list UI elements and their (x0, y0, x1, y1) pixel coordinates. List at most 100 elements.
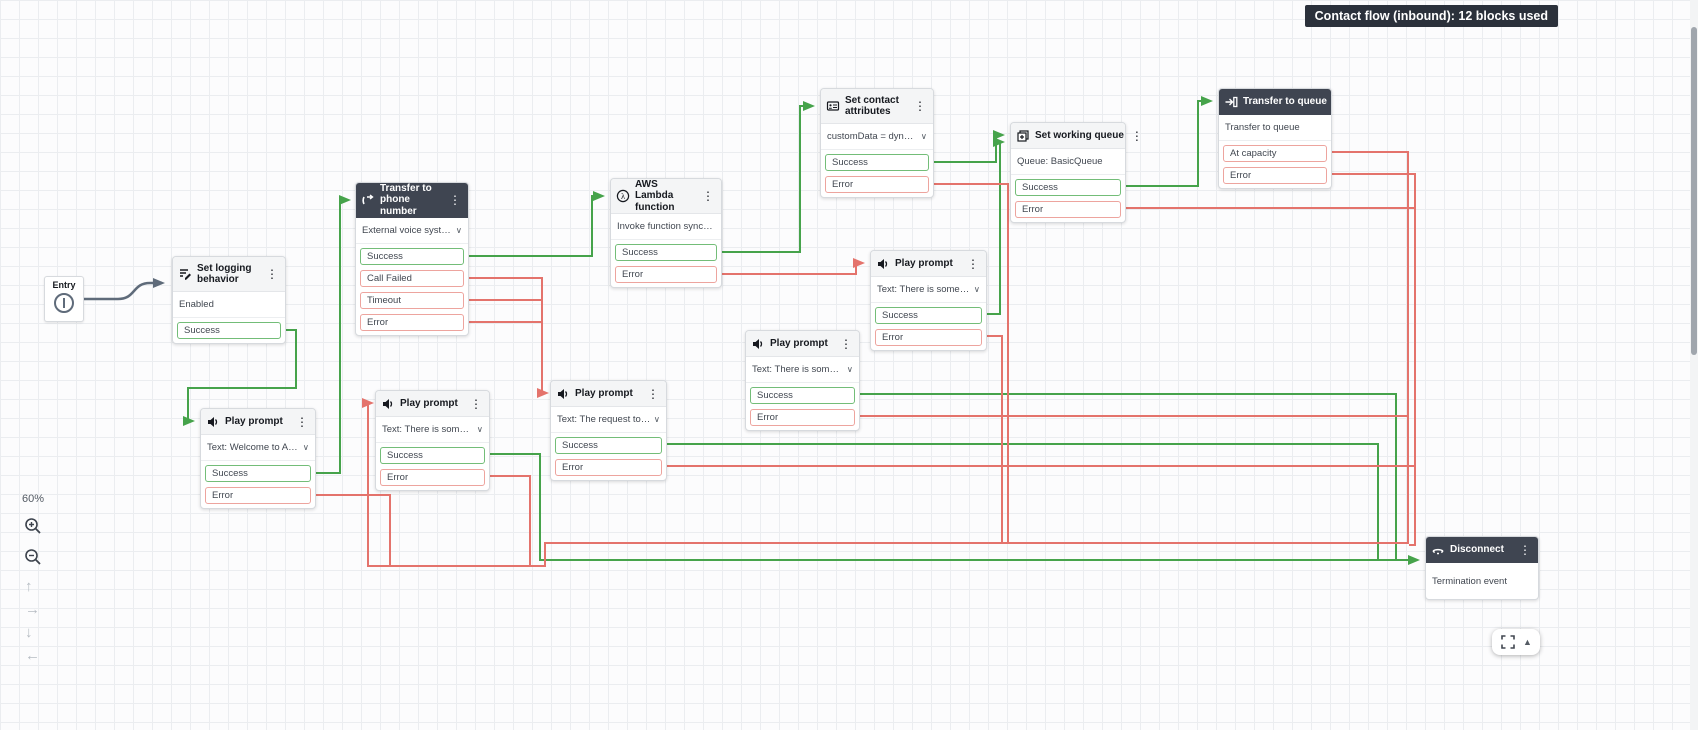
kebab-menu-icon[interactable]: ⋮ (1130, 128, 1143, 143)
edge-playprompt5-success-to-setqueue (985, 137, 1005, 315)
output-port-success[interactable]: Success (875, 307, 982, 324)
output-port-error[interactable]: Error (555, 459, 662, 476)
fit-to-screen-icon[interactable] (1500, 634, 1516, 650)
edge-transferphone-callfailed-to-playprompt3 (467, 277, 549, 398)
edge-entry-to-set-logging (82, 278, 165, 301)
block-parameter-dropdown[interactable]: External voice system: ba... ∨ (362, 225, 462, 236)
block-parameter-row: Termination event (1432, 575, 1507, 587)
kebab-menu-icon[interactable]: ⋮ (840, 336, 852, 351)
edge-playprompt5-error (985, 335, 1003, 543)
edge-setattributes-error (932, 183, 1009, 543)
speaker-icon (876, 257, 890, 271)
output-port-success[interactable]: Success (177, 322, 281, 339)
block-disconnect[interactable]: Disconnect ⋮ Termination event (1425, 536, 1539, 600)
block-title: Set working queue (1035, 129, 1124, 141)
output-port-success[interactable]: Success (205, 465, 311, 482)
output-port-success[interactable]: Success (380, 447, 485, 464)
output-port-error[interactable]: Error (380, 469, 485, 486)
block-parameter-dropdown[interactable]: Text: The request to exte... ∨ (557, 414, 660, 425)
output-port-error[interactable]: Error (1015, 201, 1121, 218)
block-set-logging-behavior[interactable]: Set logging behavior ⋮ Enabled Success (172, 256, 286, 344)
pan-up-arrow[interactable]: ↑ (25, 578, 33, 595)
block-parameter-dropdown[interactable]: Text: There is some error... ∨ (382, 424, 483, 435)
block-title: Play prompt (575, 387, 633, 399)
output-port-error[interactable]: Error (750, 409, 855, 426)
block-play-prompt-error-a[interactable]: Play prompt ⋮ Text: There is some error.… (375, 390, 490, 491)
output-port-error[interactable]: Error (615, 266, 717, 283)
block-parameter-dropdown[interactable]: Text: Welcome to Amazo... ∨ (207, 442, 309, 453)
minimap-toggle-icon[interactable]: ▲ (1523, 636, 1532, 647)
block-parameter-dropdown[interactable]: Text: There is some issue... ∨ (752, 364, 853, 375)
contact-attributes-icon (826, 99, 840, 113)
edge-playprompt1-error (314, 494, 391, 566)
block-set-contact-attributes[interactable]: Set contact attributes ⋮ customData = dy… (820, 88, 934, 198)
block-play-prompt-issue[interactable]: Play prompt ⋮ Text: There is some issue.… (745, 330, 860, 431)
chevron-down-icon: ∨ (476, 424, 483, 434)
pan-right-arrow[interactable]: → (25, 601, 40, 618)
zoom-in-button[interactable] (24, 517, 42, 535)
block-set-working-queue[interactable]: Set working queue ⋮ Queue: BasicQueue Su… (1010, 122, 1143, 223)
block-parameter-row: Transfer to queue (1225, 122, 1300, 133)
kebab-menu-icon[interactable]: ⋮ (1519, 542, 1531, 557)
fit-view-widget[interactable]: ▲ (1492, 629, 1540, 655)
block-transfer-to-phone-number[interactable]: Transfer to phone number ⋮ External voic… (355, 182, 469, 336)
edge-lambda-error-to-playprompt5 (720, 258, 865, 275)
kebab-menu-icon[interactable]: ⋮ (967, 256, 979, 271)
output-port-success[interactable]: Success (825, 154, 929, 171)
block-parameter-dropdown[interactable]: customData = dynamic($... ∨ (827, 131, 927, 142)
block-title: Play prompt (400, 397, 458, 409)
speaker-icon (381, 397, 395, 411)
kebab-menu-icon[interactable]: ⋮ (914, 99, 926, 113)
kebab-menu-icon[interactable]: ⋮ (702, 189, 714, 203)
entry-node[interactable]: Entry (44, 276, 84, 322)
block-play-prompt-error-b[interactable]: Play prompt ⋮ Text: There is some error.… (870, 250, 987, 351)
block-parameter-row: Enabled (179, 299, 214, 310)
output-port-error[interactable]: Error (205, 487, 311, 504)
output-port-error[interactable]: Error (1223, 167, 1327, 184)
scrollbar-thumb[interactable] (1691, 27, 1697, 355)
speaker-icon (206, 415, 220, 429)
edge-playprompt1-success-to-transferphone (314, 195, 351, 474)
kebab-menu-icon[interactable]: ⋮ (266, 267, 278, 281)
pan-left-arrow[interactable]: ← (25, 647, 40, 664)
vertical-scrollbar[interactable] (1690, 0, 1698, 730)
block-play-prompt-request[interactable]: Play prompt ⋮ Text: The request to exte.… (550, 380, 667, 481)
output-port-at-capacity[interactable]: At capacity (1223, 145, 1327, 162)
block-title: Play prompt (770, 337, 828, 349)
output-port-success[interactable]: Success (360, 248, 464, 265)
block-parameter-row: Queue: BasicQueue (1017, 156, 1103, 167)
output-port-error[interactable]: Error (875, 329, 982, 346)
output-port-success[interactable]: Success (615, 244, 717, 261)
kebab-menu-icon[interactable]: ⋮ (470, 396, 482, 411)
block-title: Set contact attributes (845, 94, 899, 117)
edge-setqueue-success-to-transferqueue (1124, 96, 1213, 187)
chevron-down-icon: ∨ (973, 284, 980, 294)
block-title: Transfer to phone number (380, 183, 432, 217)
block-play-prompt-welcome[interactable]: Play prompt ⋮ Text: Welcome to Amazo... … (200, 408, 316, 509)
output-port-call-failed[interactable]: Call Failed (360, 270, 464, 287)
kebab-menu-icon[interactable]: ⋮ (296, 414, 308, 429)
disconnect-icon (1431, 543, 1445, 557)
block-title: Transfer to queue (1243, 95, 1327, 107)
kebab-menu-icon[interactable]: ⋮ (647, 386, 659, 401)
block-aws-lambda-function[interactable]: λ AWS Lambda function ⋮ Invoke function … (610, 178, 722, 288)
block-transfer-to-queue[interactable]: Transfer to queue ⋮ Transfer to queue At… (1218, 88, 1346, 189)
kebab-menu-icon[interactable]: ⋮ (1333, 94, 1346, 109)
block-parameter-dropdown[interactable]: Text: There is some error... ∨ (877, 284, 980, 295)
output-port-timeout[interactable]: Timeout (360, 292, 464, 309)
zoom-out-button[interactable] (24, 548, 42, 566)
kebab-menu-icon[interactable]: ⋮ (449, 193, 461, 207)
edge-transferqueue-atcapacity-to-playprompt2 (362, 151, 1409, 567)
logging-icon (178, 267, 192, 281)
working-queue-icon (1016, 129, 1030, 143)
pan-down-arrow[interactable]: ↓ (25, 624, 33, 641)
output-port-error[interactable]: Error (825, 176, 929, 193)
edge-playprompt3-success-to-disconnect (665, 443, 1379, 560)
output-port-success[interactable]: Success (555, 437, 662, 454)
output-port-success[interactable]: Success (1015, 179, 1121, 196)
flow-status-badge: Contact flow (inbound): 12 blocks used (1304, 5, 1558, 27)
phone-transfer-icon (361, 193, 375, 207)
output-port-success[interactable]: Success (750, 387, 855, 404)
output-port-error[interactable]: Error (360, 314, 464, 331)
